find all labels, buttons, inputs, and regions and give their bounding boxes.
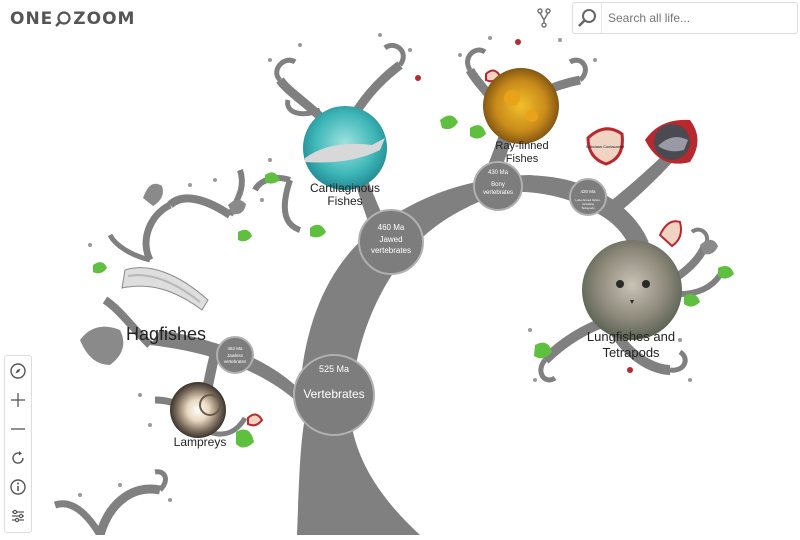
leaf-nodes[interactable] xyxy=(80,39,734,448)
leaf-red[interactable] xyxy=(247,413,264,427)
internal-nodes[interactable]: 525 Ma Vertebrates 460 Ma Jawed vertebra… xyxy=(216,161,607,436)
hagfish-image[interactable] xyxy=(121,267,209,311)
search-icon[interactable] xyxy=(573,3,602,33)
lamprey-node[interactable] xyxy=(170,382,226,438)
label-lampreys[interactable]: Lampreys xyxy=(174,435,227,449)
node-bony[interactable]: 430 Ma Bony vertebrates xyxy=(473,161,523,211)
branch-icon xyxy=(537,8,551,28)
info-icon xyxy=(10,478,26,495)
twig-dots xyxy=(78,33,692,502)
leaf-grey[interactable] xyxy=(228,199,246,215)
svg-text:Jawless: Jawless xyxy=(227,353,244,358)
zoom-in-button[interactable] xyxy=(5,385,31,414)
svg-text:Jawed: Jawed xyxy=(379,235,402,244)
label-hagfishes[interactable]: Hagfishes xyxy=(126,324,206,344)
label-rayfinned-2[interactable]: Fishes xyxy=(506,153,539,165)
tree-view-button[interactable] xyxy=(532,6,556,30)
label-lungfishes-2[interactable]: Tetrapods xyxy=(602,345,660,360)
node-vertebrates[interactable]: 525 Ma Vertebrates xyxy=(293,354,375,436)
reset-button[interactable] xyxy=(5,443,31,472)
leaf-red[interactable] xyxy=(658,220,682,248)
node-lobe-finned[interactable]: 420 Ma Lobe-finned fishes, including Tet… xyxy=(569,178,607,216)
svg-text:460 Ma: 460 Ma xyxy=(378,223,405,232)
taxon-labels[interactable]: Hagfishes Lampreys Cartilaginous Fishes … xyxy=(126,140,675,449)
leaf-green[interactable] xyxy=(534,342,552,359)
reset-icon xyxy=(12,450,24,464)
logo-text-one: ONE xyxy=(10,9,54,29)
lungfish-node[interactable] xyxy=(582,240,682,340)
coelacanth-leaf[interactable]: Subclass Coelacanthi xyxy=(586,119,698,166)
svg-text:Tetrapods: Tetrapods xyxy=(581,206,595,210)
leaf-green[interactable] xyxy=(470,125,486,139)
node-jawless[interactable]: 462 Ma Jawless vertebrates xyxy=(216,336,254,374)
leaf-green[interactable] xyxy=(718,266,734,279)
zoom-in-icon xyxy=(11,392,25,407)
zoom-out-icon xyxy=(11,427,25,430)
label-cartilaginous-2[interactable]: Fishes xyxy=(327,194,362,208)
compass-button[interactable] xyxy=(5,356,31,385)
label-cartilaginous[interactable]: Cartilaginous xyxy=(310,181,380,195)
search-box[interactable] xyxy=(572,2,798,34)
leaf-hagfish[interactable] xyxy=(80,326,124,365)
svg-text:525 Ma: 525 Ma xyxy=(319,364,349,374)
compass-icon xyxy=(10,362,26,379)
leaf-grey[interactable] xyxy=(143,183,163,206)
settings-icon xyxy=(12,509,24,522)
logo-text-zoom: ZOOM xyxy=(73,9,136,29)
leaf-grey[interactable] xyxy=(700,239,718,255)
map-toolbar xyxy=(4,355,32,533)
label-lungfishes[interactable]: Lungfishes and xyxy=(587,329,675,344)
svg-text:including: including xyxy=(582,202,594,206)
leaf-green[interactable] xyxy=(684,294,700,307)
label-rayfinned[interactable]: Ray-finned xyxy=(495,140,548,152)
svg-text:Vertebrates: Vertebrates xyxy=(303,387,364,401)
onezoom-logo[interactable]: ONE ZOOM xyxy=(10,6,135,32)
svg-text:420 Ma: 420 Ma xyxy=(580,189,596,194)
leaf-green[interactable] xyxy=(310,224,326,238)
svg-text:Bony: Bony xyxy=(491,182,505,188)
settings-button[interactable] xyxy=(5,501,31,530)
svg-text:Lobe-finned fishes,: Lobe-finned fishes, xyxy=(575,198,601,202)
svg-text:vertebrates: vertebrates xyxy=(224,359,247,364)
info-button[interactable] xyxy=(5,472,31,501)
svg-text:462 Ma: 462 Ma xyxy=(227,346,243,351)
leaf-green[interactable] xyxy=(238,229,252,242)
svg-text:vertebrates: vertebrates xyxy=(483,190,513,196)
leaf-green[interactable] xyxy=(93,262,107,274)
svg-text:430 Ma: 430 Ma xyxy=(488,170,509,176)
leaf-green[interactable] xyxy=(440,115,458,130)
rayfinned-node[interactable] xyxy=(483,68,559,144)
svg-text:vertebrates: vertebrates xyxy=(371,246,411,255)
shark-node[interactable] xyxy=(303,106,387,190)
search-input[interactable] xyxy=(602,10,790,26)
leaf-green[interactable] xyxy=(236,429,254,448)
magnifier-icon xyxy=(55,11,71,27)
node-jawed[interactable]: 460 Ma Jawed vertebrates xyxy=(358,209,424,275)
leaf-green[interactable] xyxy=(265,172,280,184)
zoom-out-button[interactable] xyxy=(5,414,31,443)
coelacanth-label: Subclass Coelacanthi xyxy=(586,144,625,149)
